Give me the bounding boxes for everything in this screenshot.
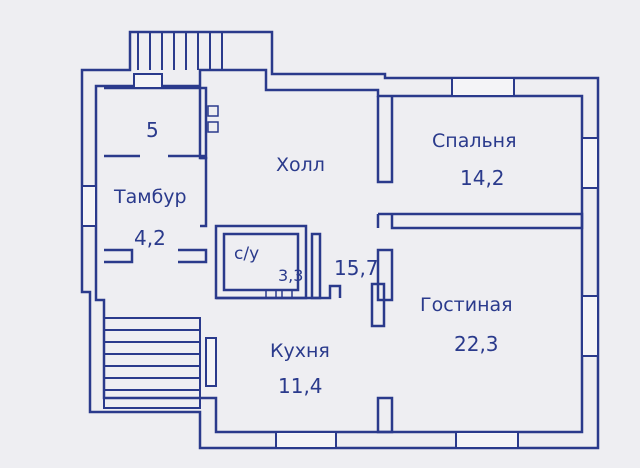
wall-tambur-right [200,156,208,228]
wall-kitchen-gostinaya-bottom [376,396,394,434]
window-kitchen-bottom [275,431,337,449]
fixtures [207,105,293,299]
bathroom-area: 3,3 [278,266,304,285]
wall-bathroom-inner [222,232,300,292]
top-stairs [137,32,223,70]
wall-spalnya-gostinaya [378,212,584,230]
fixture-bathroom-2 [281,289,293,299]
window-tambur-left [81,185,97,227]
bottom-stairs [103,317,201,409]
kuhnya-area: 11,4 [278,374,323,398]
fixture-room5-2 [207,121,219,133]
window-gostinaya-bottom [455,431,519,449]
window-kitchen-left [205,337,217,387]
window-spalnya-right [581,137,599,189]
wall-tambur-bottom-right [178,248,208,264]
windows [81,73,599,449]
room-5-area: 5 [146,118,159,142]
window-gostinaya-right [581,295,599,357]
fixture-room5-1 [207,105,219,117]
spalnya-area: 14,2 [460,166,505,190]
window-room5-top [133,73,163,89]
tambur-name: Тамбур [114,186,187,208]
holl-area: 15,7 [334,256,379,280]
gostinaya-name: Гостиная [420,294,513,316]
fixture-bathroom-1 [265,289,277,299]
bathroom-name: с/у [234,244,260,264]
kuhnya-name: Кухня [270,340,330,362]
holl-name: Холл [276,154,325,176]
wall-tambur-bottom-left [104,248,134,264]
gostinaya-area: 22,3 [454,332,499,356]
tambur-area: 4,2 [134,226,166,250]
wall-column [370,282,386,328]
wall-holl-spalnya-upper [376,96,394,184]
window-spalnya-top [451,77,515,97]
spalnya-name: Спальня [432,130,517,152]
outer-wall-outline [80,30,600,450]
